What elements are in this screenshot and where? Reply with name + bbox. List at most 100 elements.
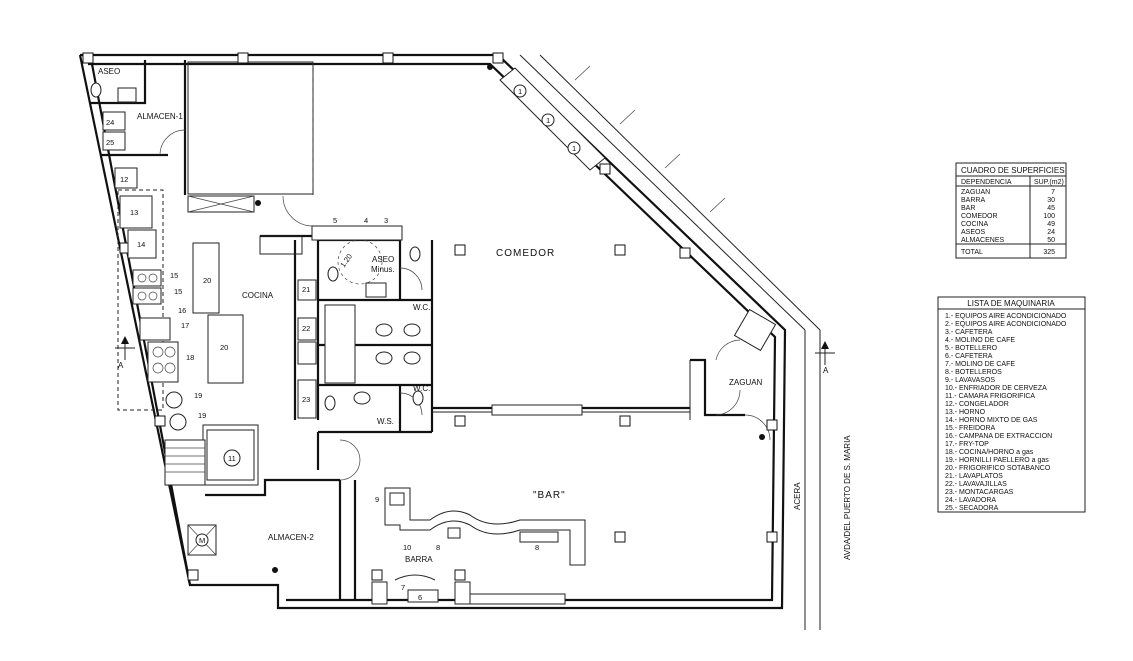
machinery-item: 8.- BOTELLEROS [945,369,1002,376]
surfaces-row-name: ZAGUAN [961,189,990,196]
street-lines [519,54,821,630]
num-20b: 20 [220,343,228,352]
machinery-item: 6.- CAFETERA [945,353,993,360]
num-14: 14 [137,240,145,249]
machinery-item: 24.- LAVADORA [945,497,996,504]
machinery-item: 23.- MONTACARGAS [945,489,1014,496]
label-aseo: ASEO [98,67,120,76]
label-barra: BARRA [405,555,433,564]
num-15b: 15 [174,287,182,296]
machinery-item: 19.- HORNILLI PAELLERO a gas [945,457,1049,464]
section-a-right: A [823,366,829,375]
machinery-item: 7.- MOLINO DE CAFE [945,361,1015,368]
machinery-item: 25.- SECADORA [945,505,999,512]
surfaces-row-name: COCINA [961,221,989,228]
machinery-item: 10.- ENFRIADOR DE CERVEZA [945,385,1047,392]
surfaces-row-value: 100 [1043,213,1055,220]
machinery-item: 18.- COCINA/HORNO a gas [945,449,1034,456]
surfaces-total-label: TOTAL [961,249,983,256]
num-6: 6 [418,593,422,602]
machinery-item: 22.- LAVAVAJILLAS [945,481,1007,488]
num-5: 5 [333,216,337,225]
num-18: 18 [186,353,194,362]
label-almacen-1: ALMACEN-1 [137,112,183,121]
section-a-left: A [118,361,124,370]
surfaces-col-sup: SUP.(m2) [1034,179,1064,186]
num-3: 3 [384,216,388,225]
num-20a: 20 [203,276,211,285]
label-almacen-2: ALMACEN-2 [268,533,314,542]
num-10: 10 [403,543,411,552]
label-bar: "BAR" [533,490,566,501]
label-minus: Minus. [371,265,395,274]
num-21: 21 [302,285,310,294]
num-17: 17 [181,321,189,330]
surfaces-row-name: ASEOS [961,229,985,236]
surfaces-rows: ZAGUAN 7 BARRA 30 BAR 45 COMEDOR 100 COC… [961,189,1055,244]
machinery-item: 1.- EQUIPOS AIRE ACONDICIONADO [945,313,1067,320]
surfaces-row-name: BAR [961,205,975,212]
surfaces-row-name: COMEDOR [961,213,998,220]
num-8b: 8 [535,543,539,552]
machinery-title: LISTA DE MAQUINARIA [967,299,1055,308]
equipment-numbers: 24 25 12 13 14 15 15 16 17 18 19 19 20 2… [106,87,576,602]
num-8a: 8 [436,543,440,552]
machinery-item: 15.- FREIDORA [945,425,996,432]
bar-counter [371,487,586,605]
machinery-item: 3.- CAFETERA [945,329,993,336]
label-ws: W.S. [377,417,394,426]
machinery-item: 5.- BOTELLERO [945,345,998,352]
label-avenida: AVDA/DEL PUERTO DE S. MARIA [843,435,852,560]
label-acera: ACERA [793,482,802,510]
label-turn-radius: 1.20 [338,252,354,269]
surfaces-row-value: 7 [1051,189,1055,196]
surfaces-row-value: 30 [1047,197,1055,204]
surfaces-row-name: ALMACENES [961,237,1005,244]
num-13: 13 [130,208,138,217]
num-15a: 15 [170,271,178,280]
label-wc-top: W.C. [413,303,430,312]
surfaces-row-value: 45 [1047,205,1055,212]
machinery-item: 2.- EQUIPOS AIRE ACONDICIONADO [945,321,1067,328]
num-7: 7 [401,583,405,592]
num-19a: 19 [194,391,202,400]
surfaces-table: CUADRO DE SUPERFICIES DEPENDENCIA SUP.(m… [955,162,1067,259]
machinery-item: 17.- FRY-TOP [945,441,989,448]
num-19b: 19 [198,411,206,420]
num-23: 23 [302,395,310,404]
num-m: M [199,536,205,545]
num-22: 22 [302,324,310,333]
surfaces-row-value: 49 [1047,221,1055,228]
label-cocina: COCINA [242,291,274,300]
num-24: 24 [106,118,114,127]
surfaces-row-value: 24 [1047,229,1055,236]
label-wc-bottom: W.C. [413,384,430,393]
machinery-item: 9.- LAVAVASOS [945,377,995,384]
num-9: 9 [375,495,379,504]
label-comedor: COMEDOR [496,248,555,259]
label-aseo-minus: ASEO [372,255,394,264]
machinery-item: 14.- HORNO MIXTO DE GAS [945,417,1038,424]
label-zaguan: ZAGUAN [729,378,763,387]
machinery-item: 13.- HORNO [945,409,986,416]
columns [82,52,778,581]
kitchen-equipment [102,111,403,556]
num-1b: 1 [546,116,550,125]
num-11: 11 [228,454,236,463]
surfaces-total-value: 325 [1043,249,1055,256]
num-16: 16 [178,306,186,315]
machinery-item: 11.- CAMARA FRIGORIFICA [945,393,1035,400]
surfaces-row-name: BARRA [961,197,985,204]
num-1a: 1 [518,87,522,96]
num-1c: 1 [572,144,576,153]
num-25: 25 [106,138,114,147]
ac-units [499,67,777,352]
machinery-item: 21.- LAVAPLATOS [945,473,1003,480]
machinery-list: LISTA DE MAQUINARIA 1.- EQUIPOS AIRE ACO… [937,296,1086,513]
machinery-item: 4.- MOLINO DE CAFE [945,337,1015,344]
surfaces-title: CUADRO DE SUPERFICIES [961,166,1065,175]
toilet-fixtures [90,82,424,411]
machinery-item: 12.- CONGELADOR [945,401,1009,408]
num-12: 12 [120,175,128,184]
